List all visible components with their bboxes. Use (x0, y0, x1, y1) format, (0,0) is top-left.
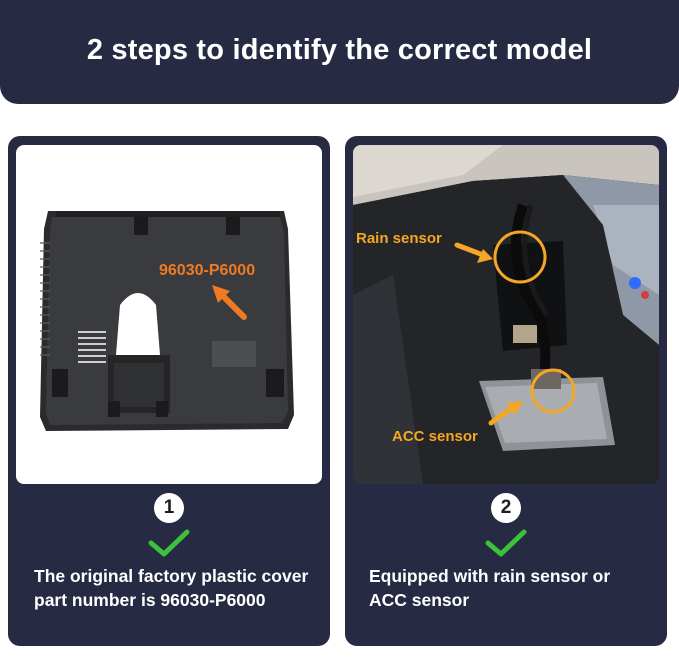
arrow-icon (488, 401, 523, 426)
header-banner: 2 steps to identify the correct model (0, 0, 679, 104)
checkmark-icon (148, 529, 190, 557)
plastic-cover-photo: 96030-P6000 (16, 145, 322, 484)
plastic-cover-image (16, 145, 322, 484)
rain-sensor-label: Rain sensor (356, 230, 442, 247)
checkmark-icon (485, 529, 527, 557)
acc-sensor-label: ACC sensor (392, 428, 478, 445)
step-2-card: Rain sensor ACC sensor 2 Equipped with r… (345, 136, 667, 646)
part-number-label: 96030-P6000 (159, 262, 256, 279)
arrow-icon (212, 285, 247, 320)
sensor-photo: Rain sensor ACC sensor (353, 145, 659, 484)
page-title: 2 steps to identify the correct model (86, 33, 593, 66)
arrow-icon (454, 242, 493, 263)
step-1-card: 96030-P6000 1 The original factory plast… (8, 136, 330, 646)
step-1-description: The original factory plastic cover part … (34, 566, 309, 610)
circle-highlight-icon (530, 368, 576, 414)
sensor-image (353, 145, 659, 484)
step-2-description: Equipped with rain sensor or ACC sensor (369, 566, 611, 610)
circle-highlight-icon (493, 230, 547, 284)
step-1-number-badge: 1 (154, 493, 184, 523)
step-2-number-badge: 2 (491, 493, 521, 523)
